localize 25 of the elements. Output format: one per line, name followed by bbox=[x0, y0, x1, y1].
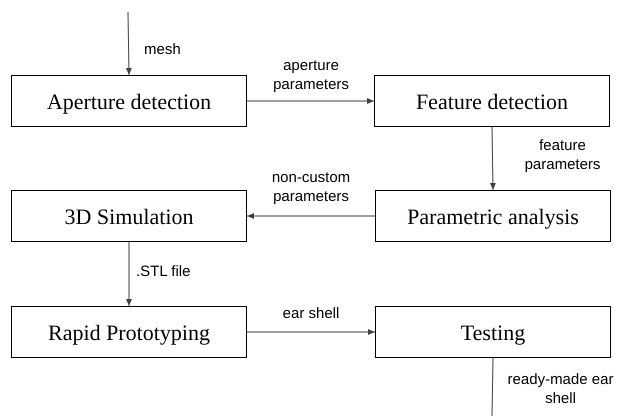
edge-label: aperture parameters bbox=[272, 56, 350, 94]
arrow bbox=[126, 242, 132, 306]
process-box bbox=[11, 306, 247, 358]
box-label: Feature detection bbox=[416, 88, 568, 114]
edge-label: ready-made ear shell bbox=[506, 370, 614, 408]
process-box bbox=[375, 190, 611, 242]
edge-label: mesh bbox=[144, 40, 182, 59]
arrow bbox=[246, 98, 374, 104]
arrow bbox=[126, 12, 132, 76]
box-label: Rapid Prototyping bbox=[48, 320, 210, 344]
arrow bbox=[246, 329, 376, 335]
box-label: 3D Simulation bbox=[64, 204, 194, 228]
edge-label: non-custom parameters bbox=[270, 168, 352, 206]
arrow bbox=[490, 126, 496, 190]
edge-label: feature parameters bbox=[524, 136, 602, 174]
edge-label: .STL file bbox=[136, 262, 192, 281]
edge-label: ear shell bbox=[282, 304, 340, 323]
process-box bbox=[375, 306, 611, 358]
process-box bbox=[11, 75, 247, 127]
process-box bbox=[374, 75, 610, 127]
box-label: Parametric analysis bbox=[407, 204, 579, 228]
box-label: Aperture detection bbox=[46, 88, 212, 114]
process-box bbox=[11, 190, 247, 242]
arrow bbox=[246, 213, 376, 219]
box-label: Testing bbox=[460, 320, 526, 344]
